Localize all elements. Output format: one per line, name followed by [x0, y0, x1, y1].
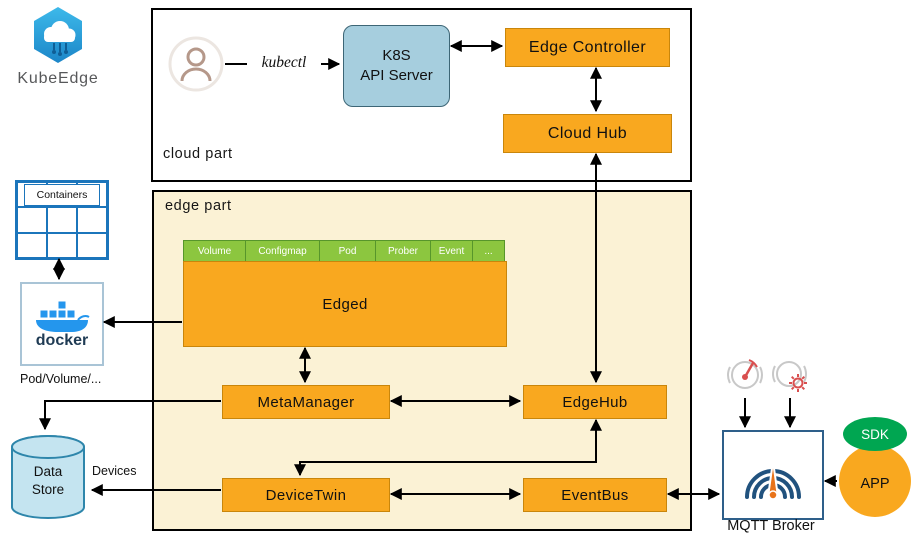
eventbus-node: EventBus [523, 478, 667, 512]
pod-volume-edge-label: Pod/Volume/... [20, 372, 102, 386]
tab-event: Event [430, 240, 472, 262]
tab-volume: Volume [183, 240, 245, 262]
devices-edge-label: Devices [92, 464, 137, 478]
tab-pod: Pod [319, 240, 375, 262]
user-icon [168, 36, 224, 97]
sensor-gear-icon [768, 353, 812, 402]
cloud-hub-node: Cloud Hub [503, 114, 672, 153]
devicetwin-node: DeviceTwin [222, 478, 390, 512]
containers-grid: Containers [15, 180, 109, 260]
mqtt-broker-icon [745, 460, 801, 500]
kubeedge-logo-icon [34, 7, 82, 63]
docker-node: docker [20, 282, 104, 366]
edgehub-node: EdgeHub [523, 385, 667, 419]
database-cylinder-icon [11, 435, 85, 519]
metamanager-node: MetaManager [222, 385, 390, 419]
docker-label: docker [35, 331, 89, 349]
kubeedge-logo: KubeEdge [8, 6, 108, 88]
edged-tabs: Volume Configmap Pod Prober Event ... [183, 240, 505, 262]
mqtt-broker-node [722, 430, 824, 520]
data-store-node: Data Store [8, 432, 88, 522]
k8s-api-server-node: K8S API Server [343, 25, 450, 107]
kubeedge-logo-label: KubeEdge [17, 70, 99, 87]
app-node: APP [839, 445, 911, 517]
sensor-gauge-icon [723, 353, 767, 402]
docker-whale-icon [36, 300, 90, 332]
tab-prober: Prober [375, 240, 430, 262]
sdk-node: SDK [843, 417, 907, 451]
edged-node: Edged [183, 261, 507, 347]
kubectl-label: kubectl [247, 54, 321, 72]
edge-controller-node: Edge Controller [505, 28, 670, 67]
data-store-label: Data Store [31, 464, 65, 497]
k8s-api-server-line2: API Server [360, 67, 433, 84]
edge-part-label: edge part [165, 198, 232, 214]
mqtt-broker-label: MQTT Broker [727, 518, 815, 534]
tab-more: ... [472, 240, 505, 262]
tab-configmap: Configmap [245, 240, 319, 262]
cloud-part-label: cloud part [163, 146, 233, 162]
containers-label: Containers [24, 184, 100, 206]
k8s-api-server-line1: K8S [382, 46, 411, 64]
